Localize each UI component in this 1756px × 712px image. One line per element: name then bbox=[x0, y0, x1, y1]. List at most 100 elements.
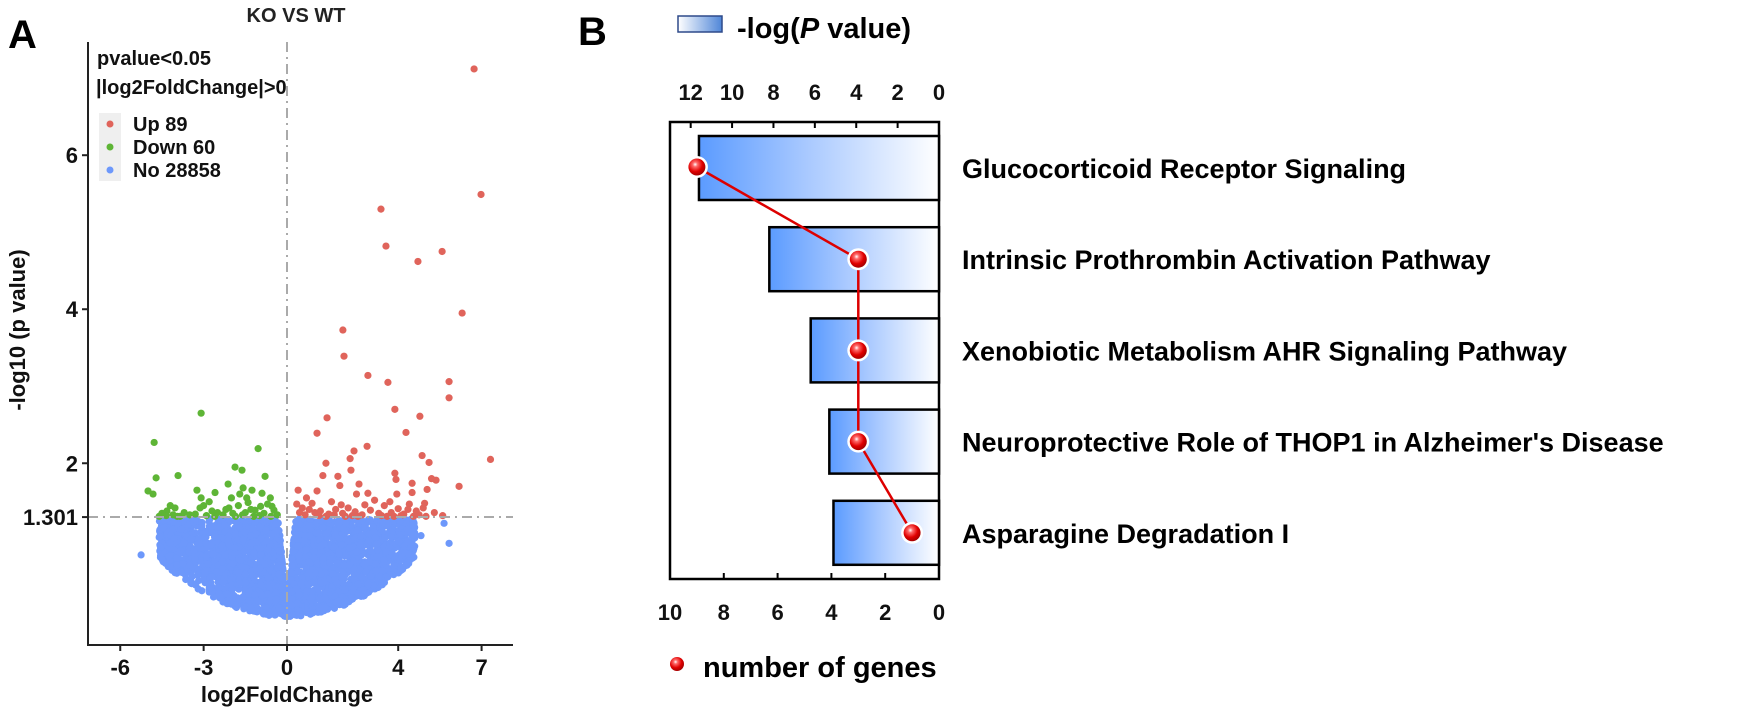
point-up bbox=[361, 501, 369, 509]
point-no bbox=[294, 542, 302, 550]
point-up bbox=[439, 512, 447, 520]
point-down bbox=[250, 512, 258, 520]
point-up bbox=[313, 487, 321, 495]
point-no bbox=[277, 554, 286, 563]
point-down bbox=[193, 486, 201, 494]
point-up bbox=[352, 490, 361, 498]
point-up bbox=[334, 472, 342, 480]
point-up bbox=[348, 512, 356, 520]
point-no bbox=[191, 555, 199, 564]
annotation-pvalue: pvalue<0.05 bbox=[97, 48, 211, 70]
point-no bbox=[156, 533, 164, 541]
point-no bbox=[417, 532, 425, 540]
point-no bbox=[315, 603, 324, 611]
point-no bbox=[329, 570, 337, 578]
point-up bbox=[313, 429, 321, 437]
point-no bbox=[331, 575, 339, 584]
point-no bbox=[179, 559, 187, 568]
point-no bbox=[231, 544, 239, 552]
point-no bbox=[228, 585, 237, 593]
point-no bbox=[314, 585, 322, 593]
point-no bbox=[305, 569, 313, 577]
x-tick-label: -3 bbox=[194, 655, 214, 680]
point-up bbox=[301, 511, 309, 519]
gene-count-dot bbox=[903, 524, 921, 542]
point-no bbox=[188, 572, 196, 580]
point-no bbox=[292, 585, 301, 593]
point-no bbox=[310, 548, 318, 556]
point-down bbox=[205, 498, 213, 506]
point-no bbox=[137, 551, 145, 559]
point-no bbox=[256, 557, 265, 565]
point-no bbox=[338, 573, 346, 582]
top-tick-label: 6 bbox=[809, 80, 821, 105]
point-no bbox=[373, 540, 381, 548]
chart-title: KO VS WT bbox=[247, 5, 346, 27]
point-down bbox=[266, 494, 274, 502]
point-no bbox=[221, 521, 229, 530]
genes-legend-marker bbox=[670, 657, 684, 671]
x-tick-label: 7 bbox=[475, 655, 487, 680]
point-no bbox=[321, 594, 329, 602]
point-up bbox=[391, 469, 399, 477]
point-up bbox=[340, 352, 348, 360]
point-no bbox=[333, 559, 341, 567]
point-no bbox=[219, 578, 227, 586]
point-no bbox=[300, 537, 309, 545]
point-up bbox=[391, 405, 399, 413]
point-no bbox=[305, 522, 314, 530]
point-down bbox=[261, 472, 269, 480]
point-no bbox=[238, 563, 246, 571]
point-no bbox=[350, 570, 359, 578]
point-no bbox=[342, 519, 350, 527]
point-no bbox=[378, 525, 386, 533]
point-up bbox=[458, 309, 466, 317]
pathway-label: Neuroprotective Role of THOP1 in Alzheim… bbox=[962, 428, 1664, 458]
point-no bbox=[241, 528, 249, 536]
point-up bbox=[405, 500, 413, 508]
point-no bbox=[173, 561, 181, 569]
point-no bbox=[371, 533, 380, 542]
top-tick-label: 2 bbox=[891, 80, 903, 105]
point-no bbox=[356, 540, 364, 549]
point-no bbox=[293, 599, 301, 607]
point-no bbox=[380, 578, 389, 586]
top-tick-label: 10 bbox=[720, 80, 744, 105]
point-up bbox=[322, 512, 330, 520]
point-no bbox=[187, 535, 195, 543]
point-no bbox=[305, 558, 313, 566]
point-no bbox=[372, 567, 380, 575]
point-up bbox=[470, 65, 478, 73]
point-no bbox=[276, 536, 285, 545]
point-no bbox=[205, 585, 213, 593]
point-no bbox=[409, 531, 418, 539]
point-up bbox=[336, 481, 344, 490]
point-no bbox=[309, 609, 317, 617]
point-no bbox=[169, 518, 178, 526]
point-no bbox=[365, 536, 373, 545]
point-up bbox=[425, 458, 433, 467]
point-no bbox=[381, 534, 389, 542]
point-up bbox=[382, 242, 390, 250]
point-down bbox=[251, 506, 259, 514]
pathway-labels: Glucocorticoid Receptor SignalingIntrins… bbox=[962, 154, 1664, 549]
point-down bbox=[234, 502, 242, 510]
point-no bbox=[288, 561, 296, 569]
point-no bbox=[295, 552, 303, 560]
point-up bbox=[364, 371, 372, 380]
point-up bbox=[302, 494, 311, 502]
point-no bbox=[241, 570, 249, 578]
point-up bbox=[332, 505, 340, 514]
point-no bbox=[347, 594, 355, 602]
point-down bbox=[224, 480, 232, 488]
point-no bbox=[238, 593, 247, 601]
point-down bbox=[238, 466, 246, 474]
point-no bbox=[250, 549, 258, 557]
point-no bbox=[295, 591, 303, 599]
point-up bbox=[408, 488, 416, 497]
bottom-tick-label: 6 bbox=[771, 600, 783, 625]
point-down bbox=[258, 489, 266, 497]
point-no bbox=[313, 559, 322, 567]
point-no bbox=[366, 516, 374, 524]
point-no bbox=[275, 561, 283, 569]
